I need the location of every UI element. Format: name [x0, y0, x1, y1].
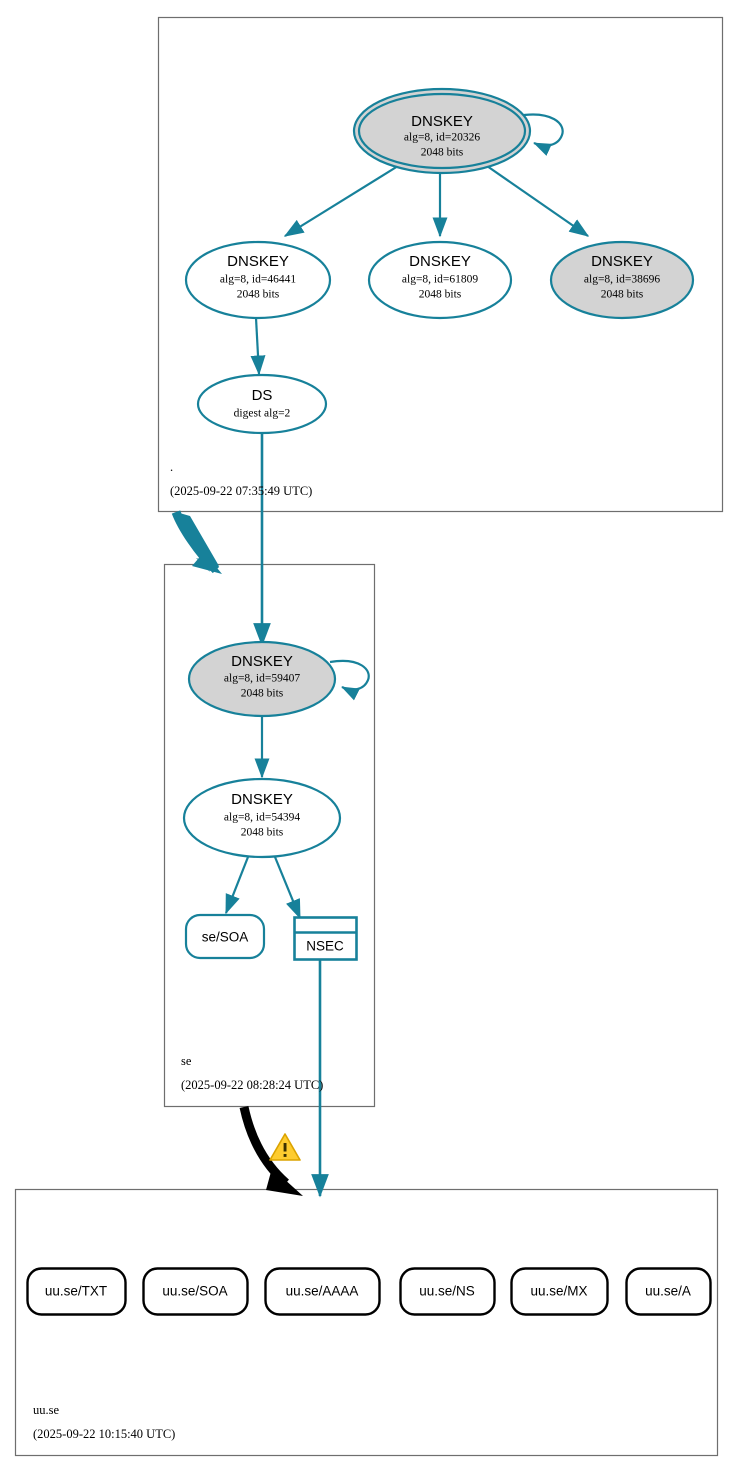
zone-timestamp-se: (2025-09-22 08:28:24 UTC) — [181, 1078, 323, 1092]
zone-timestamp-uuse: (2025-09-22 10:15:40 UTC) — [33, 1427, 175, 1441]
delegation-arrow-root-to-se — [171, 510, 222, 574]
node-subtitle-1: alg=8, id=46441 — [220, 274, 296, 286]
node-title: DNSKEY — [227, 253, 289, 270]
node-rrset-uuse-soa[interactable]: uu.se/SOA — [142, 1267, 249, 1316]
edge-se-zsk-to-nsec — [273, 856, 302, 920]
node-subtitle-2: 2048 bits — [421, 147, 464, 159]
node-title: DNSKEY — [591, 253, 653, 270]
node-title: DNSKEY — [409, 253, 471, 270]
rrset-label: uu.se/MX — [530, 1284, 587, 1299]
node-rrset-uuse-txt[interactable]: uu.se/TXT — [26, 1267, 127, 1316]
node-ds-root[interactable]: DS digest alg=2 — [196, 373, 328, 435]
edge-root-ksk-to-38696 — [486, 165, 590, 237]
node-dnskey-59407[interactable]: DNSKEY alg=8, id=59407 2048 bits — [187, 640, 337, 718]
node-rrset-uuse-ns[interactable]: uu.se/NS — [399, 1267, 496, 1316]
rrset-label: uu.se/A — [645, 1284, 691, 1299]
zone-label-se: se — [181, 1054, 192, 1068]
node-dnskey-61809[interactable]: DNSKEY alg=8, id=61809 2048 bits — [367, 240, 513, 320]
edge-se-zsk-to-soa — [224, 856, 250, 915]
zone-box-root — [157, 16, 724, 513]
node-title: DNSKEY — [231, 791, 293, 808]
rrset-label: uu.se/NS — [419, 1284, 475, 1299]
node-nsec-se[interactable]: NSEC — [293, 916, 358, 961]
node-subtitle-2: 2048 bits — [419, 289, 462, 301]
node-subtitle-1: alg=8, id=38696 — [584, 274, 660, 286]
node-subtitle-2: 2048 bits — [237, 289, 280, 301]
node-rrset-uuse-a[interactable]: uu.se/A — [625, 1267, 712, 1316]
nsec-label: NSEC — [306, 939, 344, 954]
zone-timestamp-root: (2025-09-22 07:35:49 UTC) — [170, 484, 312, 498]
rrset-label: se/SOA — [202, 930, 249, 945]
rrset-label: uu.se/TXT — [45, 1284, 107, 1299]
delegation-arrow-se-to-uuse-insecure — [239, 1106, 303, 1196]
node-title: DNSKEY — [231, 653, 293, 670]
rrset-label: uu.se/AAAA — [286, 1284, 359, 1299]
node-subtitle-2: 2048 bits — [601, 289, 644, 301]
edge-root-ksk-selfsign — [516, 113, 564, 156]
node-rrset-uuse-mx[interactable]: uu.se/MX — [510, 1267, 609, 1316]
zone-box-se — [163, 563, 376, 1108]
node-dnskey-20326[interactable]: DNSKEY alg=8, id=20326 2048 bits — [352, 87, 532, 175]
warning-triangle-icon — [269, 1133, 301, 1161]
node-title: DNSKEY — [411, 113, 473, 130]
edge-se-ksk-selfsign — [329, 659, 370, 701]
node-rrset-se-soa[interactable]: se/SOA — [184, 913, 266, 960]
node-dnskey-38696[interactable]: DNSKEY alg=8, id=38696 2048 bits — [549, 240, 695, 320]
zone-label-uuse: uu.se — [33, 1403, 59, 1417]
node-subtitle-2: 2048 bits — [241, 688, 284, 700]
node-dnskey-46441[interactable]: DNSKEY alg=8, id=46441 2048 bits — [184, 240, 332, 320]
zone-box-uuse — [14, 1188, 719, 1457]
edge-root-ksk-to-46441 — [283, 165, 399, 237]
node-subtitle-1: alg=8, id=59407 — [224, 673, 300, 685]
node-subtitle-1: digest alg=2 — [234, 408, 291, 420]
node-subtitle-1: alg=8, id=54394 — [224, 812, 300, 824]
node-title: DS — [252, 387, 273, 404]
rrset-label: uu.se/SOA — [162, 1284, 227, 1299]
node-subtitle-1: alg=8, id=61809 — [402, 274, 478, 286]
node-rrset-uuse-aaaa[interactable]: uu.se/AAAA — [264, 1267, 381, 1316]
zone-label-root: . — [170, 460, 173, 474]
node-subtitle-2: 2048 bits — [241, 827, 284, 839]
edge-root-46441-to-ds — [250, 317, 266, 376]
node-dnskey-54394[interactable]: DNSKEY alg=8, id=54394 2048 bits — [182, 777, 342, 859]
node-subtitle-1: alg=8, id=20326 — [404, 132, 480, 144]
